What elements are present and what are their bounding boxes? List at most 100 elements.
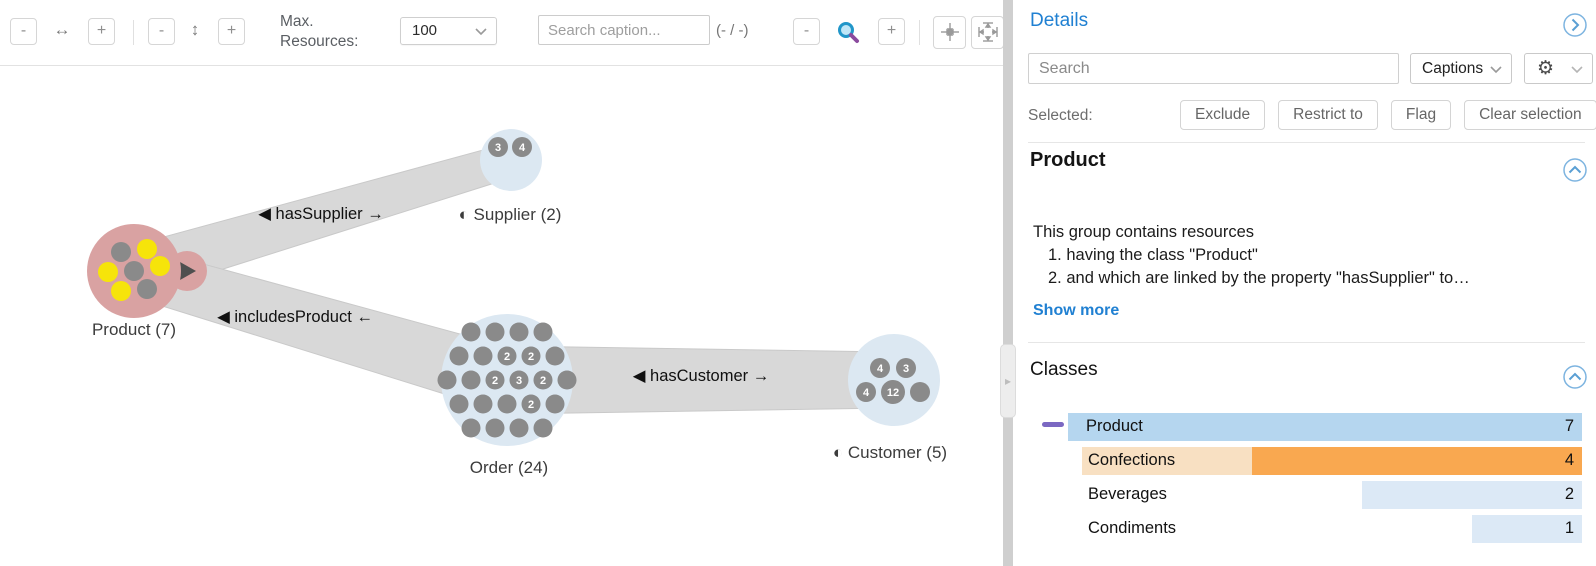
show-more-link[interactable]: Show more (1033, 302, 1120, 319)
horizontal-arrow-icon: ↔ (53, 20, 71, 39)
caption-search-input[interactable] (538, 15, 710, 45)
clear-selection-button[interactable]: Clear selection (1464, 100, 1596, 130)
details-panel: Details Captions ⚙ Selected: Exclude Res… (1013, 0, 1596, 566)
order-dot (557, 370, 577, 390)
order-dot (497, 394, 517, 414)
max-resources-select[interactable]: 100 (400, 17, 497, 45)
node-order[interactable] (441, 314, 573, 446)
toolbar-separator (919, 20, 920, 45)
class-count: 4 (1564, 451, 1574, 469)
order-dot (461, 370, 481, 390)
class-row-condiments[interactable]: Condiments 1 (1082, 515, 1582, 543)
customer-dot (870, 358, 890, 378)
class-bar (1252, 447, 1582, 475)
expand-arrows-icon (977, 22, 998, 42)
class-bar (1472, 515, 1582, 543)
settings-button[interactable]: ⚙ (1524, 53, 1593, 84)
class-count: 2 (1564, 485, 1574, 503)
fit-to-screen-button[interactable] (971, 16, 1003, 49)
supplier-dot (512, 137, 532, 157)
order-dot (533, 418, 553, 438)
search-result-counter: (- / -) (716, 22, 749, 39)
center-graph-button[interactable] (933, 16, 966, 49)
chevron-down-icon (475, 28, 487, 36)
node-customer[interactable] (848, 334, 940, 426)
flag-button[interactable]: Flag (1390, 100, 1452, 130)
supplier-dot (488, 137, 508, 157)
product-dot (137, 279, 157, 299)
customer-dot (910, 382, 930, 402)
group-collapse-icon[interactable] (1562, 157, 1588, 183)
group-title: Product (1030, 149, 1106, 171)
group-description-item: 2. and which are linked by the property … (1048, 269, 1470, 287)
order-dot (545, 394, 565, 414)
order-dot (473, 346, 493, 366)
panel-divider[interactable] (1003, 0, 1013, 566)
grow-horizontal-button[interactable]: + (88, 18, 115, 45)
panel-collapse-right-icon[interactable] (1562, 12, 1588, 38)
order-dot (461, 322, 481, 342)
restrict-to-button[interactable]: Restrict to (1278, 100, 1378, 130)
section-divider (1028, 142, 1585, 143)
max-resources-label: Max. Resources: (280, 13, 359, 50)
class-row-product[interactable]: Product 7 (1068, 413, 1582, 441)
customer-dot (896, 358, 916, 378)
max-resources-value: 100 (412, 22, 438, 39)
edge-label-includes-product: ◀ includesProduct ← (217, 308, 373, 326)
class-bar (1362, 481, 1582, 509)
class-collapse-dash-icon[interactable] (1042, 422, 1064, 427)
customer-dot (856, 382, 876, 402)
product-dot-selected (98, 262, 118, 282)
order-dot (533, 370, 553, 390)
order-dot-count: 2 (528, 351, 534, 363)
node-caption-customer: ◐ Customer (5) (833, 443, 947, 462)
class-row-beverages[interactable]: Beverages 2 (1082, 481, 1582, 509)
class-label: Beverages (1088, 485, 1167, 503)
magnifier-icon[interactable] (836, 20, 860, 44)
graph-toolbar: - ↔ + - ↕ + Max. Resources: 100 (- / -) … (0, 0, 1003, 66)
zoom-out-button[interactable]: - (793, 18, 820, 45)
order-dot-count: 3 (516, 375, 522, 387)
panel-title: Details (1030, 10, 1089, 31)
classes-collapse-icon[interactable] (1562, 364, 1588, 390)
order-dot (509, 322, 529, 342)
order-dot (437, 370, 457, 390)
order-dot (521, 394, 541, 414)
chevron-down-icon (1571, 66, 1583, 74)
graph-canvas[interactable]: 3 4 2 2 2 3 2 2 (0, 0, 1003, 566)
grow-vertical-button[interactable]: + (218, 18, 245, 45)
order-dot-count: 2 (528, 399, 534, 411)
product-dot-selected (137, 239, 157, 259)
order-dot (473, 394, 493, 414)
class-row-confections[interactable]: Confections 4 (1082, 447, 1582, 475)
supplier-dot-count: 4 (519, 142, 526, 154)
shrink-vertical-button[interactable]: - (148, 18, 175, 45)
node-supplier[interactable] (480, 129, 542, 191)
class-bar (1068, 413, 1582, 441)
center-arrows-icon (940, 23, 959, 41)
exclude-button[interactable]: Exclude (1180, 100, 1266, 130)
gear-icon: ⚙ (1537, 58, 1555, 79)
class-label: Confections (1088, 451, 1176, 469)
order-dot (521, 346, 541, 366)
details-search-input[interactable] (1028, 53, 1399, 84)
order-dot (509, 418, 529, 438)
class-count: 1 (1564, 519, 1574, 537)
classes-title: Classes (1030, 359, 1098, 380)
captions-dropdown[interactable]: Captions (1410, 53, 1512, 84)
group-description-intro: This group contains resources (1033, 223, 1255, 241)
customer-dot-count: 4 (877, 363, 884, 375)
edge-label-has-customer: ◀ hasCustomer → (633, 367, 769, 385)
class-label: Product (1086, 417, 1143, 435)
group-description: This group contains resources 1. having … (1033, 221, 1470, 290)
captions-dropdown-value: Captions (1422, 60, 1484, 77)
order-dot (545, 346, 565, 366)
selection-actions: Exclude Restrict to Flag Clear selection (1180, 100, 1596, 130)
zoom-in-button[interactable]: + (878, 18, 905, 45)
chevron-down-icon (1490, 66, 1502, 74)
expand-play-icon[interactable] (180, 262, 196, 280)
section-divider (1028, 342, 1585, 343)
edge-label-has-supplier: ◀ hasSupplier → (258, 205, 384, 223)
shrink-horizontal-button[interactable]: - (10, 18, 37, 45)
panel-collapse-handle[interactable]: ▸ (1000, 344, 1016, 418)
